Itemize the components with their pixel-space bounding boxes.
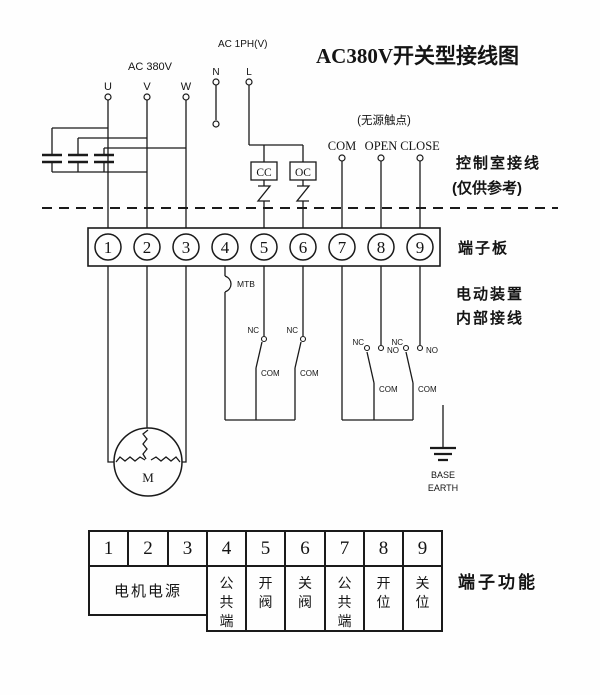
terminal-number-8: 8 [377, 238, 386, 257]
open-signal-label: OPEN [365, 139, 398, 153]
switch9-no-label: NO [426, 346, 438, 355]
capacitor-plates [42, 153, 114, 164]
internal-wiring-label-1: 电动装置 [456, 285, 524, 303]
table-number-cell: 1 [88, 530, 129, 567]
function-cell-6: 关阀 [284, 565, 326, 632]
phase-w-label: W [181, 81, 192, 93]
passive-contact-note: (无源触点) [357, 113, 411, 127]
three-phase-label: AC 380V [128, 61, 173, 73]
live-terminal-dot [245, 78, 253, 86]
table-number-cell: 8 [363, 530, 404, 567]
neutral-label: N [212, 67, 219, 78]
terminal-2 [133, 233, 161, 261]
switch5-nc-contact [260, 335, 268, 343]
close-coil-box [250, 161, 278, 181]
com-signal-label: COM [328, 139, 356, 153]
motor-circle [113, 427, 183, 497]
motor-power-cell: 电机电源 [88, 565, 208, 616]
function-text-open-valve: 开阀 [258, 575, 273, 610]
terminal-number-2: 2 [143, 238, 152, 257]
terminal-4 [211, 233, 239, 261]
switch8-nc-contact [363, 344, 371, 352]
close-signal-label: CLOSE [400, 139, 440, 153]
open-coil-box [289, 161, 317, 181]
table-number-cell: 6 [284, 530, 326, 567]
table-number-cell: 2 [127, 530, 169, 567]
live-label: L [246, 67, 252, 78]
internal-wiring-label-2: 内部接线 [456, 309, 524, 327]
terminal-number-9: 9 [416, 238, 425, 257]
function-text-open-position: 开位 [376, 575, 391, 610]
function-cell-7: 公共端 [324, 565, 365, 632]
phase-w-terminal-dot [182, 93, 190, 101]
terminal-function-table: 1 2 3 4 5 6 7 8 9 电机电源 公共端 开阀 关阀 公共端 开位 … [88, 530, 444, 633]
table-number-cell: 5 [245, 530, 286, 567]
function-table-label: 端子功能 [458, 573, 538, 592]
function-cell-8: 开位 [363, 565, 404, 632]
switch6-com-label: COM [300, 369, 319, 378]
function-cell-9: 关位 [402, 565, 443, 632]
circuit-wires [51, 85, 444, 463]
function-text-common-2: 公共端 [337, 575, 352, 629]
switch5-com-label: COM [261, 369, 280, 378]
switch9-no-contact [416, 344, 424, 352]
switch9-com-label: COM [418, 385, 437, 394]
switch8-no-label: NO [387, 346, 399, 355]
terminal-number-6: 6 [299, 238, 308, 257]
terminal-number-4: 4 [221, 238, 230, 257]
mtb-label: MTB [237, 279, 255, 289]
table-number-cell: 7 [324, 530, 365, 567]
terminal-3 [172, 233, 200, 261]
earth-label-earth: EARTH [428, 483, 458, 493]
switch8-no-contact [377, 344, 385, 352]
phase-u-label: U [104, 81, 112, 93]
open-signal-dot [377, 154, 385, 162]
terminal-6 [289, 233, 317, 261]
switch9-nc-label: NC [391, 338, 403, 347]
neutral-terminal-dot [212, 78, 220, 86]
phase-u-terminal-dot [104, 93, 112, 101]
switch8-com-label: COM [379, 385, 398, 394]
switch9-nc-contact [402, 344, 410, 352]
terminal-7 [328, 233, 356, 261]
terminal-9 [406, 233, 434, 261]
single-phase-label: AC 1PH(V) [218, 39, 267, 50]
motor-label: M [142, 470, 154, 485]
switch6-nc-contact [299, 335, 307, 343]
earth-icon [430, 446, 456, 462]
phase-v-label: V [143, 81, 151, 93]
terminal-8 [367, 233, 395, 261]
phase-v-terminal-dot [143, 93, 151, 101]
neutral-end-dot [212, 120, 220, 128]
table-number-cell: 3 [167, 530, 208, 567]
switch5-nc-label: NC [247, 326, 259, 335]
terminal-number-7: 7 [338, 238, 347, 257]
terminal-board-label: 端子板 [458, 239, 509, 257]
function-cell-4: 公共端 [206, 565, 247, 632]
table-number-cell: 4 [206, 530, 247, 567]
open-coil-label: OC [295, 167, 311, 179]
control-room-label: 控制室接线 [456, 154, 541, 172]
terminal-5 [250, 233, 278, 261]
switch6-nc-label: NC [286, 326, 298, 335]
terminal-number-3: 3 [182, 238, 191, 257]
close-signal-dot [416, 154, 424, 162]
function-text-close-position: 关位 [415, 575, 430, 610]
function-cell-5: 开阀 [245, 565, 286, 632]
control-room-note: (仅供参考) [452, 179, 522, 197]
close-coil-label: CC [256, 167, 272, 179]
function-text-close-valve: 关阀 [298, 575, 312, 610]
terminal-number-5: 5 [260, 238, 269, 257]
switch8-nc-label: NC [352, 338, 364, 347]
com-signal-dot [338, 154, 346, 162]
diagram-title: AC380V开关型接线图 [316, 44, 519, 68]
table-number-cell: 9 [402, 530, 443, 567]
terminal-1 [94, 233, 122, 261]
function-text-common-1: 公共端 [219, 575, 234, 629]
terminal-number-1: 1 [104, 238, 113, 257]
earth-label-base: BASE [431, 470, 455, 480]
